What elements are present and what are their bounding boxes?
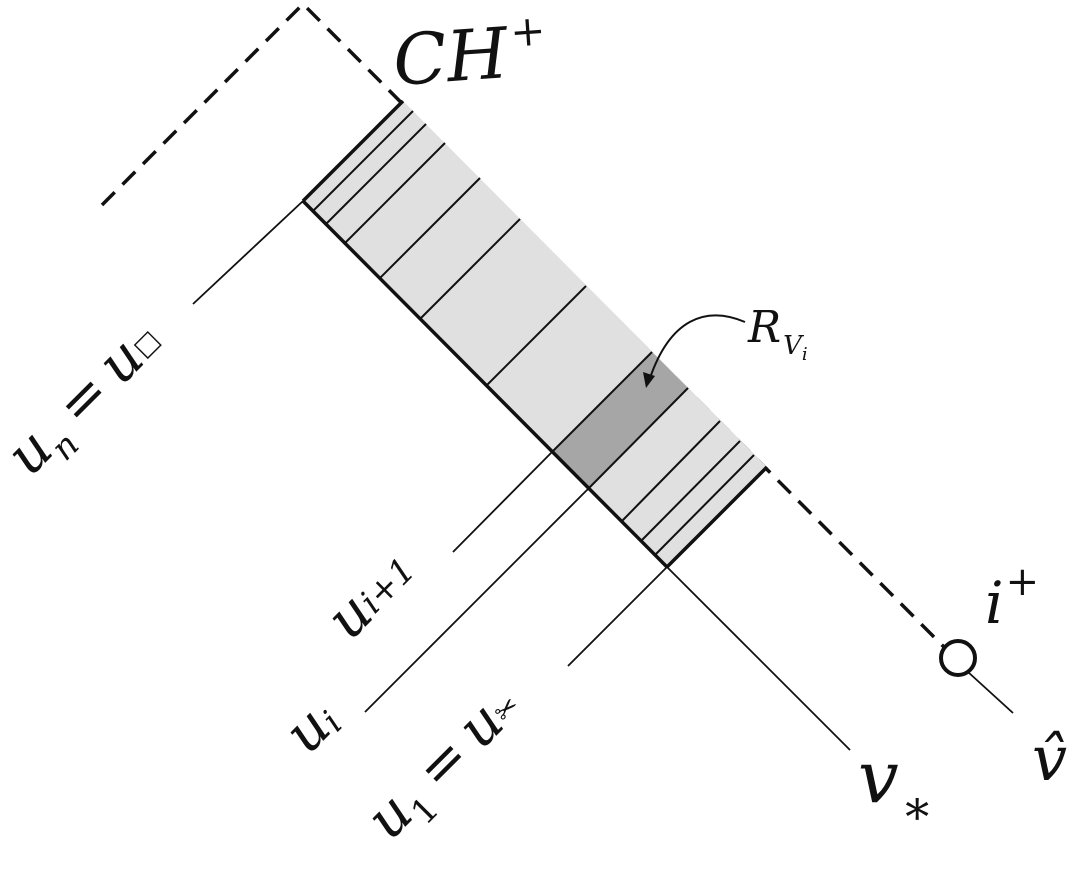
foliation-line: [379, 177, 481, 279]
timelike-infinity-label: i+: [985, 559, 1039, 637]
highlighted-region: [553, 352, 688, 488]
foliation-line: [588, 387, 689, 489]
strip-bottom-edge: [665, 465, 769, 569]
u-n-label: un=u□: [0, 308, 180, 494]
u-n-leader: [192, 200, 304, 305]
u-i1-leader: [452, 450, 554, 553]
foliation-line: [325, 123, 427, 225]
v-hat-label: v̂: [1032, 722, 1067, 795]
v-hat-leader: [967, 671, 1014, 714]
arrowhead-icon: [643, 372, 655, 388]
u-i-label: ui: [272, 687, 351, 766]
foliation-line: [640, 440, 741, 542]
u-i-plus-1-label: ui+1: [314, 537, 429, 652]
foliation-line: [552, 351, 653, 452]
region-label: RVi: [747, 302, 808, 365]
strip-top-edge: [301, 99, 405, 203]
v-star-label: v∗: [858, 735, 933, 836]
foliation-line: [654, 454, 755, 556]
foliation-line: [344, 142, 446, 244]
dashed-boundary-top: [100, 1, 947, 650]
shaded-strip: [303, 101, 767, 567]
timelike-infinity-point: [939, 639, 977, 677]
cauchy-horizon-label: CH+: [390, 5, 549, 102]
foliation-line: [419, 218, 521, 320]
strip-lower-edge: [301, 199, 669, 569]
u-1-label: u1=u✂: [354, 673, 539, 858]
u-1-leader: [567, 566, 668, 667]
v-star-leader: [666, 566, 851, 751]
foliation-lines: [312, 110, 755, 556]
foliation-line: [312, 110, 414, 212]
foliation-line: [621, 420, 721, 522]
region-pointer-arrow: [649, 314, 746, 379]
u-i-leader: [364, 487, 590, 713]
label-leader-lines: [192, 200, 1014, 751]
foliation-line: [486, 285, 587, 386]
